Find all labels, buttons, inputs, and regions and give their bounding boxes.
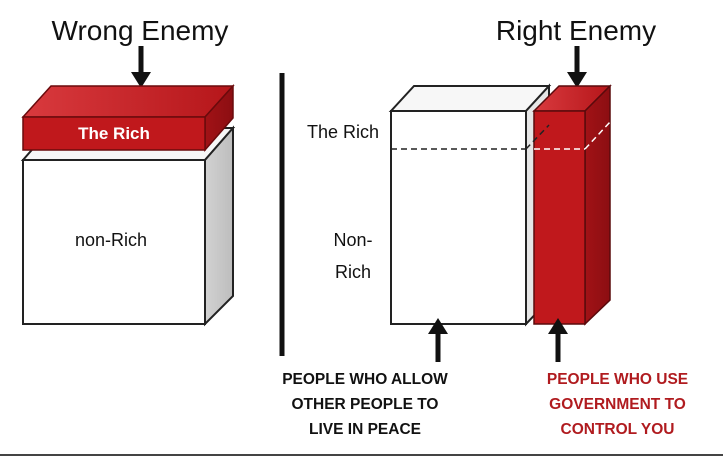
government-block-right (532, 84, 612, 326)
non-rich-label-right-line1: Non- (333, 230, 372, 250)
caption-society-line: PEOPLE WHO ALLOW (282, 371, 448, 388)
rich-block-left (21, 84, 235, 152)
rich-label-right: The Rich (307, 122, 379, 142)
society-block-right (388, 83, 552, 327)
caption-government-line: GOVERNMENT TO (549, 396, 686, 413)
up-arrow-government (548, 318, 568, 362)
non-rich-block-left (20, 125, 236, 327)
caption-society: PEOPLE WHO ALLOW OTHER PEOPLE TO LIVE IN… (265, 367, 465, 442)
wrong-enemy-title: Wrong Enemy (52, 15, 229, 46)
right-enemy-arrow (567, 46, 587, 88)
non-rich-label-right-line2: Rich (335, 262, 371, 282)
caption-government-line: PEOPLE WHO USE (546, 371, 689, 388)
rich-label-left: The Rich (78, 124, 150, 143)
caption-government: PEOPLE WHO USE GOVERNMENT TO CONTROL YOU (515, 367, 720, 442)
caption-society-line: OTHER PEOPLE TO (291, 396, 439, 413)
wrong-enemy-arrow (131, 46, 151, 88)
rich-divider-dashed (391, 121, 611, 150)
right-enemy-title: Right Enemy (496, 15, 656, 46)
non-rich-label-left: non-Rich (75, 230, 147, 250)
up-arrow-society (428, 318, 448, 362)
caption-government-line: CONTROL YOU (560, 421, 675, 438)
caption-society-line: LIVE IN PEACE (309, 421, 421, 438)
